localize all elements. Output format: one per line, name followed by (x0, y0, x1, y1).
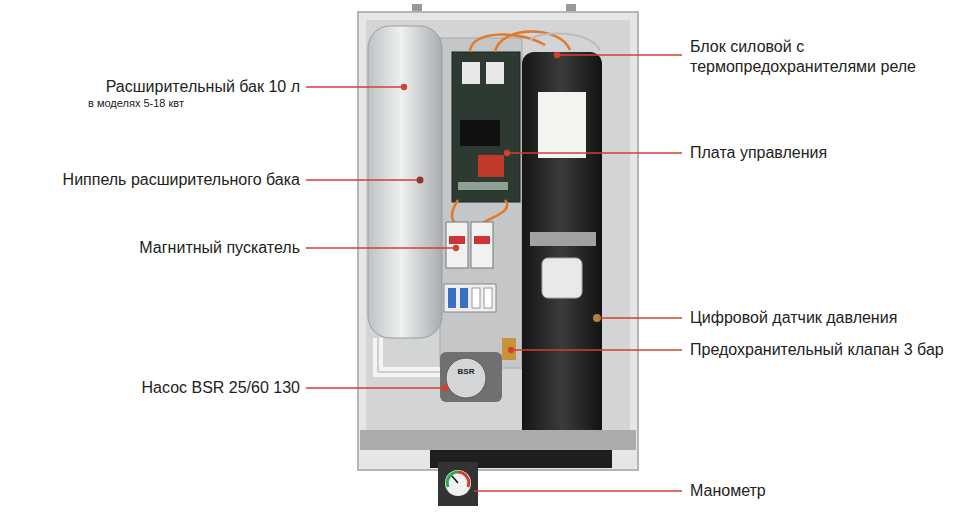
wire (452, 200, 458, 224)
pipe (378, 338, 440, 372)
control-board (452, 52, 520, 202)
wire (530, 33, 600, 50)
terminal (460, 288, 468, 308)
terminal-block (444, 284, 496, 312)
relay (478, 155, 504, 177)
contactor-mark (474, 236, 490, 244)
contactor-mark (449, 236, 465, 244)
callout-label: Манометр (690, 481, 766, 501)
leader-line (306, 179, 417, 180)
heating-column (522, 52, 602, 456)
connector (458, 182, 508, 190)
leader-dot (509, 348, 514, 353)
leader-line (306, 387, 444, 388)
contactor (446, 222, 468, 268)
callout-label: Насос BSR 25/60 130 (142, 378, 301, 398)
callout-label: Плата управления (690, 143, 827, 163)
dial-needle (452, 476, 458, 483)
leader-dot (454, 246, 459, 251)
pipe-edge (378, 338, 440, 372)
dial-arc (458, 472, 469, 487)
pump-face (446, 358, 486, 398)
manometer-dial (445, 470, 471, 496)
leader-dot (402, 85, 407, 90)
callout-label: Предохранительный клапан 3 бар (690, 340, 944, 360)
chip (460, 120, 500, 146)
leader-line (306, 86, 403, 87)
terminal (484, 288, 492, 308)
leader-line (306, 247, 455, 248)
leader-dot (505, 151, 510, 156)
bottom-plate (360, 430, 636, 450)
callout-note: в моделях 5-18 квт (88, 97, 184, 111)
housing (358, 12, 638, 470)
expansion-tank (368, 26, 442, 338)
callout-label: Магнитный пускатель (139, 238, 300, 258)
relay (462, 62, 480, 84)
safety-valve (502, 338, 516, 360)
leader-line (599, 317, 682, 318)
callout-label: Ниппель расширительного бака (63, 170, 300, 190)
leader-line (508, 152, 682, 153)
wire (495, 31, 570, 52)
relay (486, 62, 504, 84)
brand-mark: BSR (458, 367, 475, 377)
callout-label: Расширительный бак 10 л (106, 77, 300, 97)
wire (482, 200, 507, 224)
contactor (471, 222, 493, 268)
bracket (530, 232, 596, 246)
terminal (448, 288, 456, 308)
pump (440, 352, 502, 402)
callout-label: Цифровой датчик давления (690, 308, 897, 328)
dial-arc (447, 472, 458, 487)
sticker (538, 92, 586, 158)
leader-line (512, 349, 682, 350)
leader-line (558, 54, 682, 55)
leader-line (474, 490, 682, 491)
leader-dot (443, 386, 448, 391)
callout-label: Блок силовой с термопредохранителями рел… (690, 37, 972, 77)
tank-nipple (417, 177, 424, 184)
parts-bag (542, 258, 582, 298)
terminal (472, 288, 480, 308)
chassis-plate (440, 38, 522, 368)
leader-dot (555, 53, 560, 58)
manometer-body (438, 462, 478, 506)
